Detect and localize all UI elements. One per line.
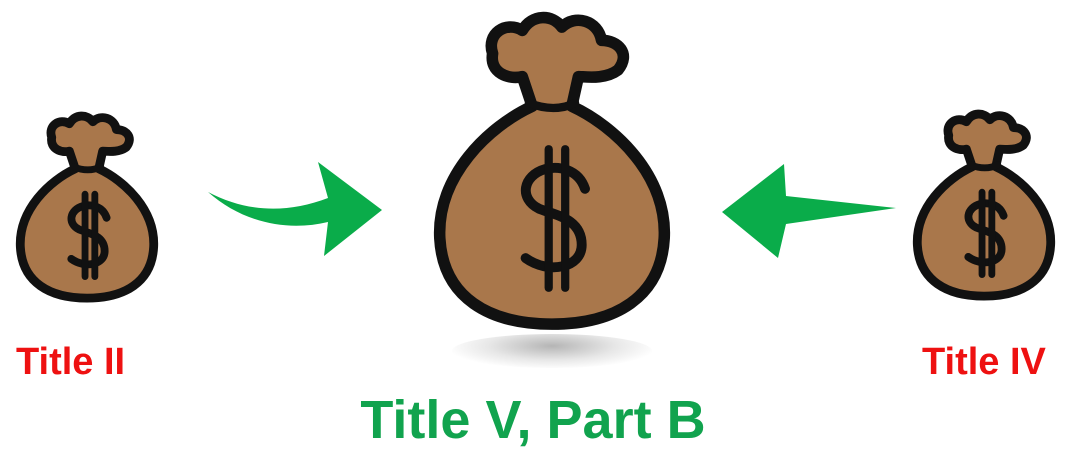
money-bag-icon: [434, 11, 670, 330]
money-bag-icon-right: [904, 106, 1064, 302]
money-bag-icon-left: [6, 108, 168, 304]
arrow-right-icon: [206, 160, 384, 260]
money-bag-icon: [912, 109, 1056, 301]
money-bag-icon: [15, 111, 159, 303]
label-title-v-part-b: Title V, Part B: [360, 390, 706, 450]
money-bag-icon-center: [418, 4, 686, 334]
arrow-left-icon: [720, 160, 900, 260]
label-title-iv: Title IV: [922, 341, 1046, 383]
bag-shadow: [452, 334, 652, 368]
label-title-ii: Title II: [16, 341, 126, 383]
